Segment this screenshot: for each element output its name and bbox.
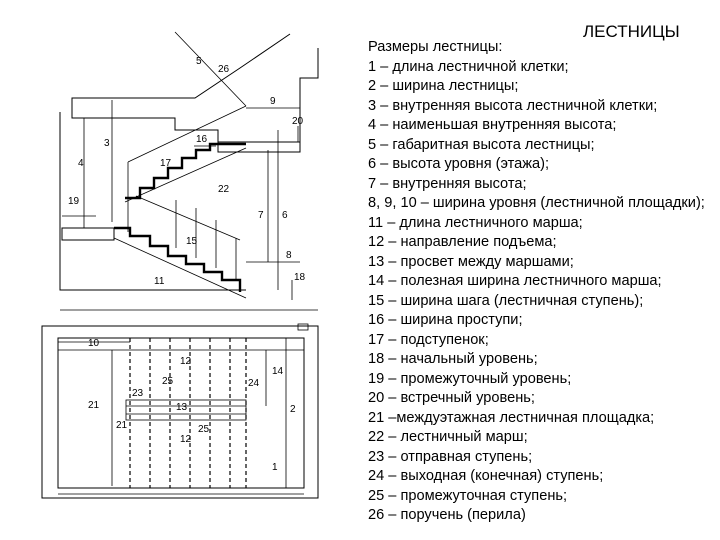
label-9: 9 <box>270 96 276 107</box>
plan-inner-wall <box>57 337 305 489</box>
legend-item: 15 – ширина шага (лестничная ступень); <box>368 292 644 309</box>
upper-handrail <box>127 105 247 163</box>
label-20: 20 <box>292 116 304 127</box>
intermediate-landing <box>61 227 115 241</box>
legend-item: 13 – просвет между маршами; <box>368 253 574 270</box>
label-12: 12 <box>180 434 192 445</box>
upper-flight-soffit <box>124 147 247 203</box>
legend-item: 3 – внутренняя высота лестничной клетки; <box>368 97 658 114</box>
legend-item: 18 – начальный уровень; <box>368 351 538 367</box>
legend-item: 1 – длина лестничной клетки; <box>368 58 569 75</box>
label-8: 8 <box>286 250 292 261</box>
label-2: 2 <box>290 404 296 415</box>
label-11: 11 <box>154 276 165 287</box>
label-10: 10 <box>88 338 100 349</box>
label-18: 18 <box>294 272 306 283</box>
label-6: 6 <box>282 210 288 221</box>
legend-item: 16 – ширина проступи; <box>368 312 523 328</box>
label-12: 12 <box>180 356 192 367</box>
upper-flight <box>125 142 246 200</box>
label-7: 7 <box>258 210 264 221</box>
legend-heading: Размеры лестницы: <box>368 39 503 55</box>
legend-item: 22 – лестничный марш; <box>368 429 528 445</box>
legend-item: 14 – полезная ширина лестничного марша; <box>368 273 662 289</box>
lower-floor <box>59 112 246 291</box>
legend-item: 19 – промежуточный уровень; <box>368 370 572 387</box>
legend-item: 26 – поручень (перила) <box>368 507 526 523</box>
legend-list: Размеры лестницы: 1 – длина лестничной к… <box>368 38 718 526</box>
upper-landing <box>217 141 301 153</box>
stair-section: 5 26 9 20 3 4 16 17 22 7 6 19 15 11 8 18 <box>59 31 319 311</box>
label-16: 16 <box>196 134 208 145</box>
label-19: 19 <box>68 196 80 207</box>
lower-handrail <box>135 195 241 241</box>
plan-outer-wall <box>41 325 319 499</box>
legend-item: 17 – подступенок; <box>368 331 489 348</box>
label-4: 4 <box>78 158 84 169</box>
plan-corner-mark <box>297 323 309 331</box>
legend-item: 11 – длина лестничного марша; <box>368 214 583 231</box>
label-25: 25 <box>198 424 210 435</box>
label-5: 5 <box>196 56 202 67</box>
upper-slab <box>71 33 319 143</box>
lower-flight-soffit <box>113 237 247 299</box>
label-1: 1 <box>272 462 278 473</box>
legend-item: 21 –междуэтажная лестничная площадка; <box>368 409 655 426</box>
legend-item: 23 – отправная ступень; <box>368 448 533 465</box>
legend-item: 2 – ширина лестницы; <box>368 78 519 94</box>
legend-item: 20 – встречный уровень; <box>368 390 535 406</box>
label-23: 23 <box>132 388 144 399</box>
label-22: 22 <box>218 184 230 195</box>
label-24: 24 <box>248 378 260 389</box>
legend-item: 8, 9, 10 – ширина уровня (лестничной пло… <box>368 195 705 211</box>
label-21: 21 <box>116 420 128 431</box>
legend-item: 4 – наименьшая внутренняя высота; <box>368 117 617 133</box>
stair-plan: 10 12 14 25 25 24 23 13 12 21 21 2 1 <box>41 323 319 499</box>
label-15: 15 <box>186 236 198 247</box>
page-title: ЛЕСТНИЦЫ <box>583 22 680 41</box>
label-3: 3 <box>104 138 110 149</box>
legend-item: 25 – промежуточная ступень; <box>368 487 568 504</box>
stair-drawing: 5 26 9 20 3 4 16 17 22 7 6 19 15 11 8 18 <box>41 31 319 499</box>
label-17: 17 <box>160 158 172 169</box>
legend-item: 7 – внутренняя высота; <box>368 175 527 192</box>
legend-item: 24 – выходная (конечная) ступень; <box>368 468 604 484</box>
legend-item: 6 – высота уровня (этажа); <box>368 156 550 172</box>
label-14: 14 <box>272 366 284 377</box>
dim-line-5 <box>174 31 247 107</box>
lower-flight <box>114 226 242 292</box>
label-13: 13 <box>176 402 188 413</box>
label-25: 25 <box>162 376 174 387</box>
legend-item: 12 – направление подъема; <box>368 234 557 250</box>
legend-item: 5 – габаритная высота лестницы; <box>368 136 595 153</box>
label-21: 21 <box>88 400 100 411</box>
label-26: 26 <box>218 64 230 75</box>
